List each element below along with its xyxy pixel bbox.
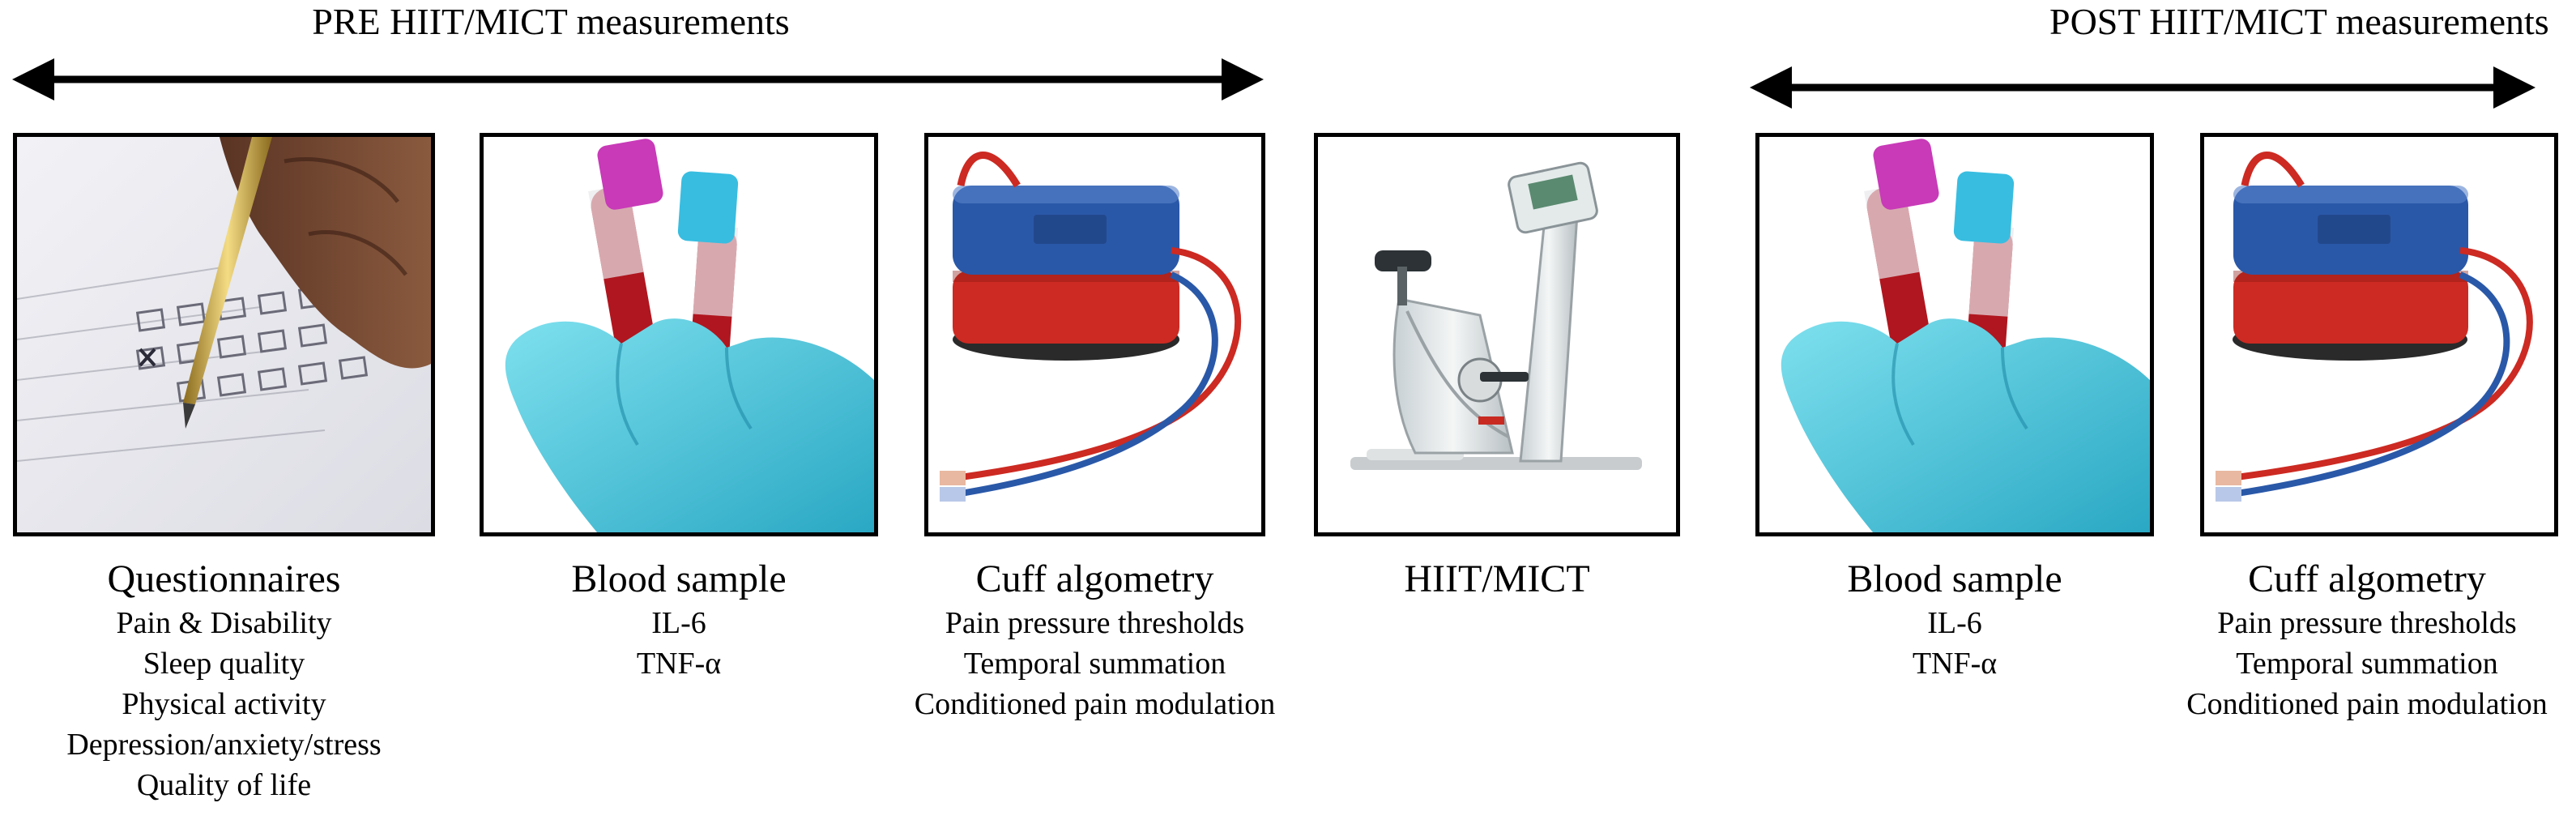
pre-phase-arrow — [12, 58, 1264, 100]
blood-sample-post-title: Blood sample — [1847, 557, 2062, 600]
cuff-algometry-post-item: Pain pressure thresholds — [2217, 606, 2517, 640]
questionnaires-title: Questionnaires — [107, 557, 341, 600]
questionnaires-caption: Questionnaires Pain & Disability Sleep q… — [13, 556, 435, 805]
questionnaires-item: Physical activity — [122, 687, 326, 721]
cuff-algometry-item: Temporal summation — [963, 647, 1226, 681]
questionnaires-item: Quality of life — [136, 768, 312, 802]
pressure-cuff-photo — [924, 133, 1265, 536]
blood-sample-item: TNF-α — [636, 647, 722, 681]
cuff-algometry-post-caption: Cuff algometry Pain pressure thresholds … — [2164, 556, 2570, 724]
cuff-algometry-item: Pain pressure thresholds — [945, 606, 1245, 640]
blood-sample-post-item: TNF-α — [1912, 647, 1998, 681]
cuff-algometry-title: Cuff algometry — [975, 557, 1214, 600]
exercise-bike-photo — [1314, 133, 1680, 536]
pressure-cuff-photo-post — [2200, 133, 2558, 536]
cuff-algometry-post-item: Conditioned pain modulation — [2186, 687, 2548, 721]
pre-phase-title: PRE HIIT/MICT measurements — [312, 1, 790, 42]
blood-sample-item: IL-6 — [651, 606, 706, 640]
cuff-algometry-caption: Cuff algometry Pain pressure thresholds … — [884, 556, 1306, 724]
blood-sample-post-caption: Blood sample IL-6 TNF-α — [1755, 556, 2154, 684]
cuff-algometry-item: Conditioned pain modulation — [914, 687, 1276, 721]
blood-tubes-photo-post — [1755, 133, 2154, 536]
cuff-algometry-post-item: Temporal summation — [2236, 647, 2498, 681]
blood-sample-caption: Blood sample IL-6 TNF-α — [480, 556, 878, 684]
hiit-mict-title: HIIT/MICT — [1404, 557, 1590, 600]
post-phase-arrow — [1750, 66, 2535, 109]
blood-sample-title: Blood sample — [571, 557, 787, 600]
questionnaire-photo — [13, 133, 435, 536]
blood-tubes-photo — [480, 133, 878, 536]
questionnaires-item: Pain & Disability — [116, 606, 332, 640]
questionnaires-item: Sleep quality — [143, 647, 305, 681]
blood-sample-post-item: IL-6 — [1927, 606, 1982, 640]
cuff-algometry-post-title: Cuff algometry — [2248, 557, 2486, 600]
post-phase-title: POST HIIT/MICT measurements — [2049, 1, 2549, 42]
hiit-mict-caption: HIIT/MICT — [1314, 556, 1680, 603]
questionnaires-item: Depression/anxiety/stress — [66, 728, 382, 762]
